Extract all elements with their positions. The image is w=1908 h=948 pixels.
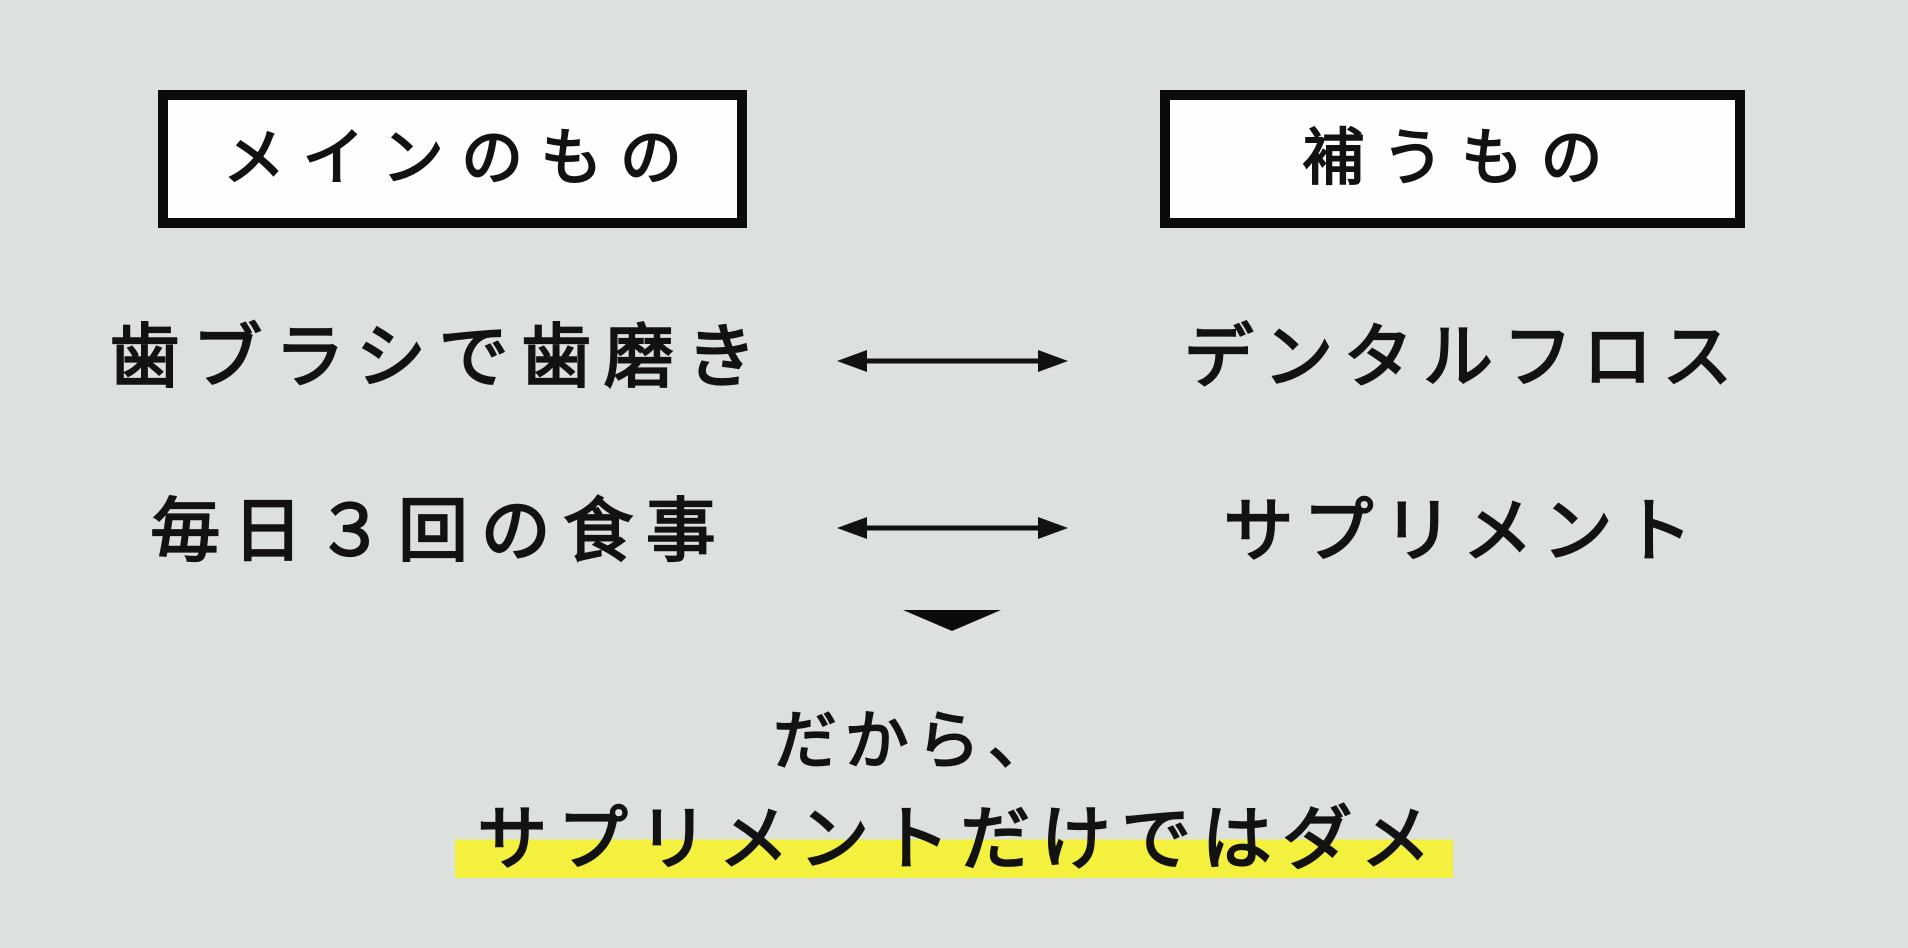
supplement-header-label: 補うもの [1302, 124, 1620, 193]
conclusion-line: サプリメントだけではダメ [0, 803, 1908, 878]
conclusion-highlighted-text: サプリメントだけではダメ [454, 803, 1454, 878]
double-arrow-icon [837, 512, 1068, 544]
main-header-label: メインのもの [223, 124, 700, 193]
row-main-item: 歯ブラシで歯磨き [109, 318, 769, 396]
main-header-box: メインのもの [158, 90, 747, 228]
down-triangle-icon [903, 610, 1001, 631]
conclusion-intro-text: だから、 [773, 705, 1060, 777]
double-arrow-icon [837, 345, 1068, 377]
row-main-item: 毎日３回の食事 [150, 492, 729, 570]
row-supplement-item: デンタルフロス [1183, 318, 1743, 396]
row-supplement-item: サプリメント [1223, 492, 1703, 570]
supplement-header-box: 補うもの [1160, 90, 1745, 228]
